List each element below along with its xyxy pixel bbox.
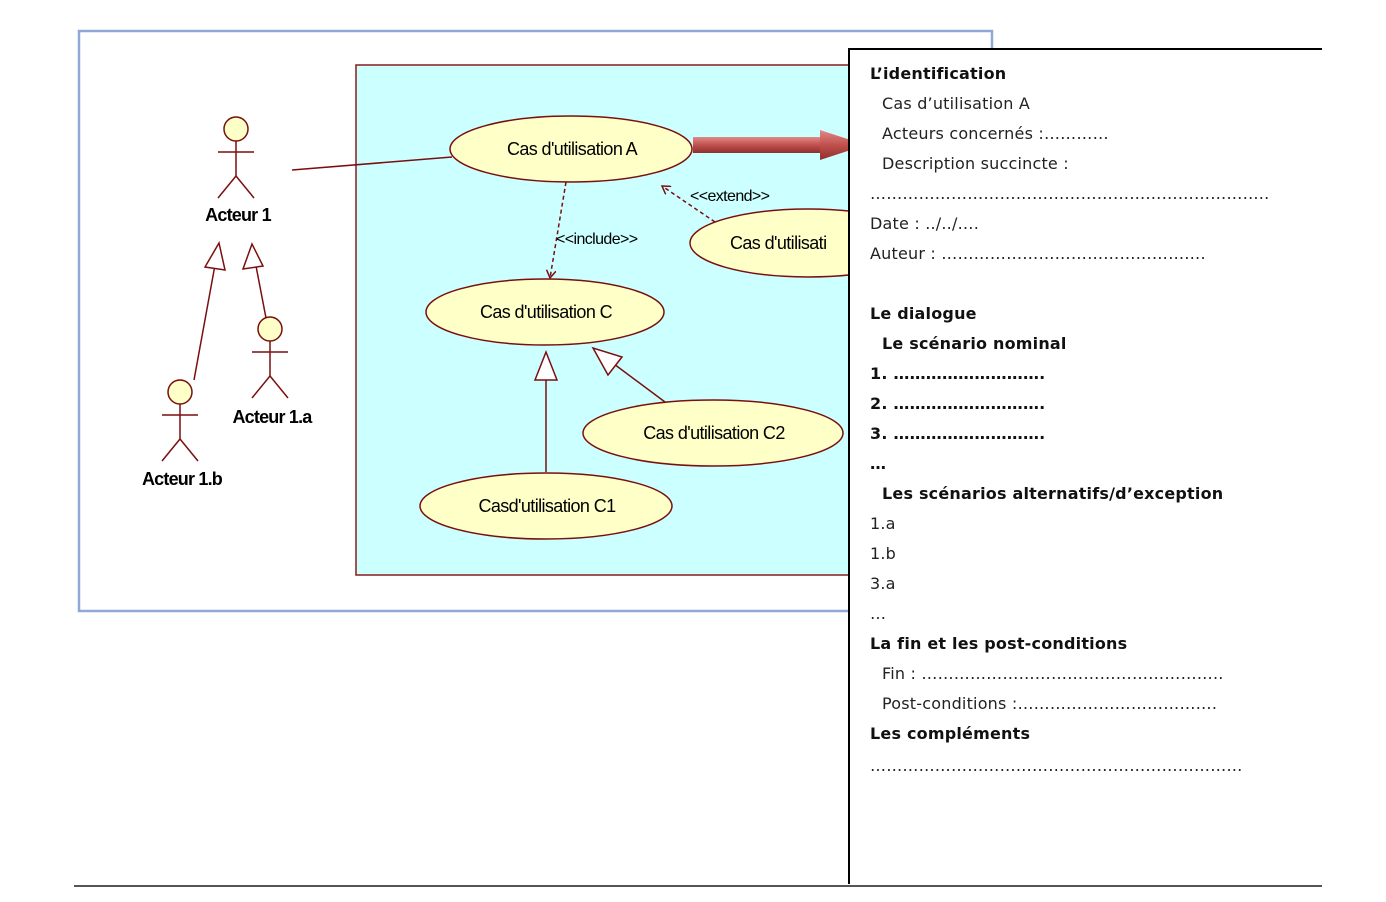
- generalization-uc-c2: [591, 346, 666, 403]
- extend-label: <<extend>>: [690, 188, 770, 205]
- actor-1a: [251, 316, 289, 399]
- bottom-divider: [74, 885, 1322, 887]
- complements-title: Les compléments: [870, 724, 1031, 743]
- include-relation: [550, 181, 567, 278]
- use-case-c-label: Cas d'utilisation C: [480, 302, 613, 322]
- use-case-b-label: Cas d'utilisati: [730, 233, 826, 253]
- nominal-step-1: 1. ……………………….: [870, 364, 1046, 383]
- use-case-c1-label: Casd'utilisation C1: [478, 496, 616, 516]
- use-case-c1: Casd'utilisation C1: [419, 472, 673, 540]
- use-case-c2-label: Cas d'utilisation C2: [643, 423, 785, 443]
- alt-more: …: [870, 604, 887, 623]
- nominal-more: …: [870, 454, 887, 473]
- alt-step-3a: 3.a: [870, 574, 896, 593]
- actor-1: [217, 116, 255, 199]
- description-line: Description succincte :: [882, 154, 1069, 173]
- description-panel: L’identification Cas d’utilisation A Act…: [848, 48, 1322, 884]
- actor-1a-label: Acteur 1.a: [232, 407, 313, 427]
- description-dots: ………………………………………………………………..: [870, 184, 1270, 203]
- alt-step-1b: 1.b: [870, 544, 897, 563]
- actor-1b: [161, 379, 199, 462]
- actor-1-label: Acteur 1: [205, 205, 271, 225]
- nominal-title: Le scénario nominal: [882, 334, 1067, 353]
- end-title: La fin et les post-conditions: [870, 634, 1128, 653]
- date-line: Date : ../../….: [870, 214, 980, 233]
- association-actor-1-uc-a: [291, 156, 453, 171]
- generalization-uc-c1: [533, 349, 559, 472]
- use-case-c2: Cas d'utilisation C2: [582, 399, 844, 467]
- alt-step-1a: 1.a: [870, 514, 896, 533]
- include-label: <<include>>: [556, 231, 638, 248]
- author-line: Auteur : ………………………………………….: [870, 244, 1206, 263]
- arrow-to-description: [693, 130, 866, 160]
- actor-1b-label: Acteur 1.b: [142, 469, 223, 489]
- complements-dots: ……………………………………………………………: [870, 756, 1243, 775]
- use-case-c: Cas d'utilisation C: [425, 278, 665, 346]
- generalization-actor-1b: [193, 240, 226, 381]
- use-case-a: Cas d'utilisation A: [449, 115, 693, 183]
- generalization-actor-1a: [241, 242, 267, 319]
- end-line: Fin : ………………………………………………..: [882, 664, 1224, 683]
- nominal-step-2: 2. ……………………….: [870, 394, 1046, 413]
- use-case-name: Cas d’utilisation A: [882, 94, 1031, 113]
- identification-title: L’identification: [870, 64, 1007, 83]
- alt-title: Les scénarios alternatifs/d’exception: [882, 484, 1224, 503]
- post-conditions-line: Post-conditions :……………………………….: [882, 694, 1218, 713]
- dialogue-title: Le dialogue: [870, 304, 977, 323]
- extend-relation: [662, 186, 716, 223]
- use-case-a-label: Cas d'utilisation A: [507, 139, 638, 159]
- nominal-step-3: 3. ……………………….: [870, 424, 1046, 443]
- actors-line: Acteurs concernés :…………: [882, 124, 1109, 143]
